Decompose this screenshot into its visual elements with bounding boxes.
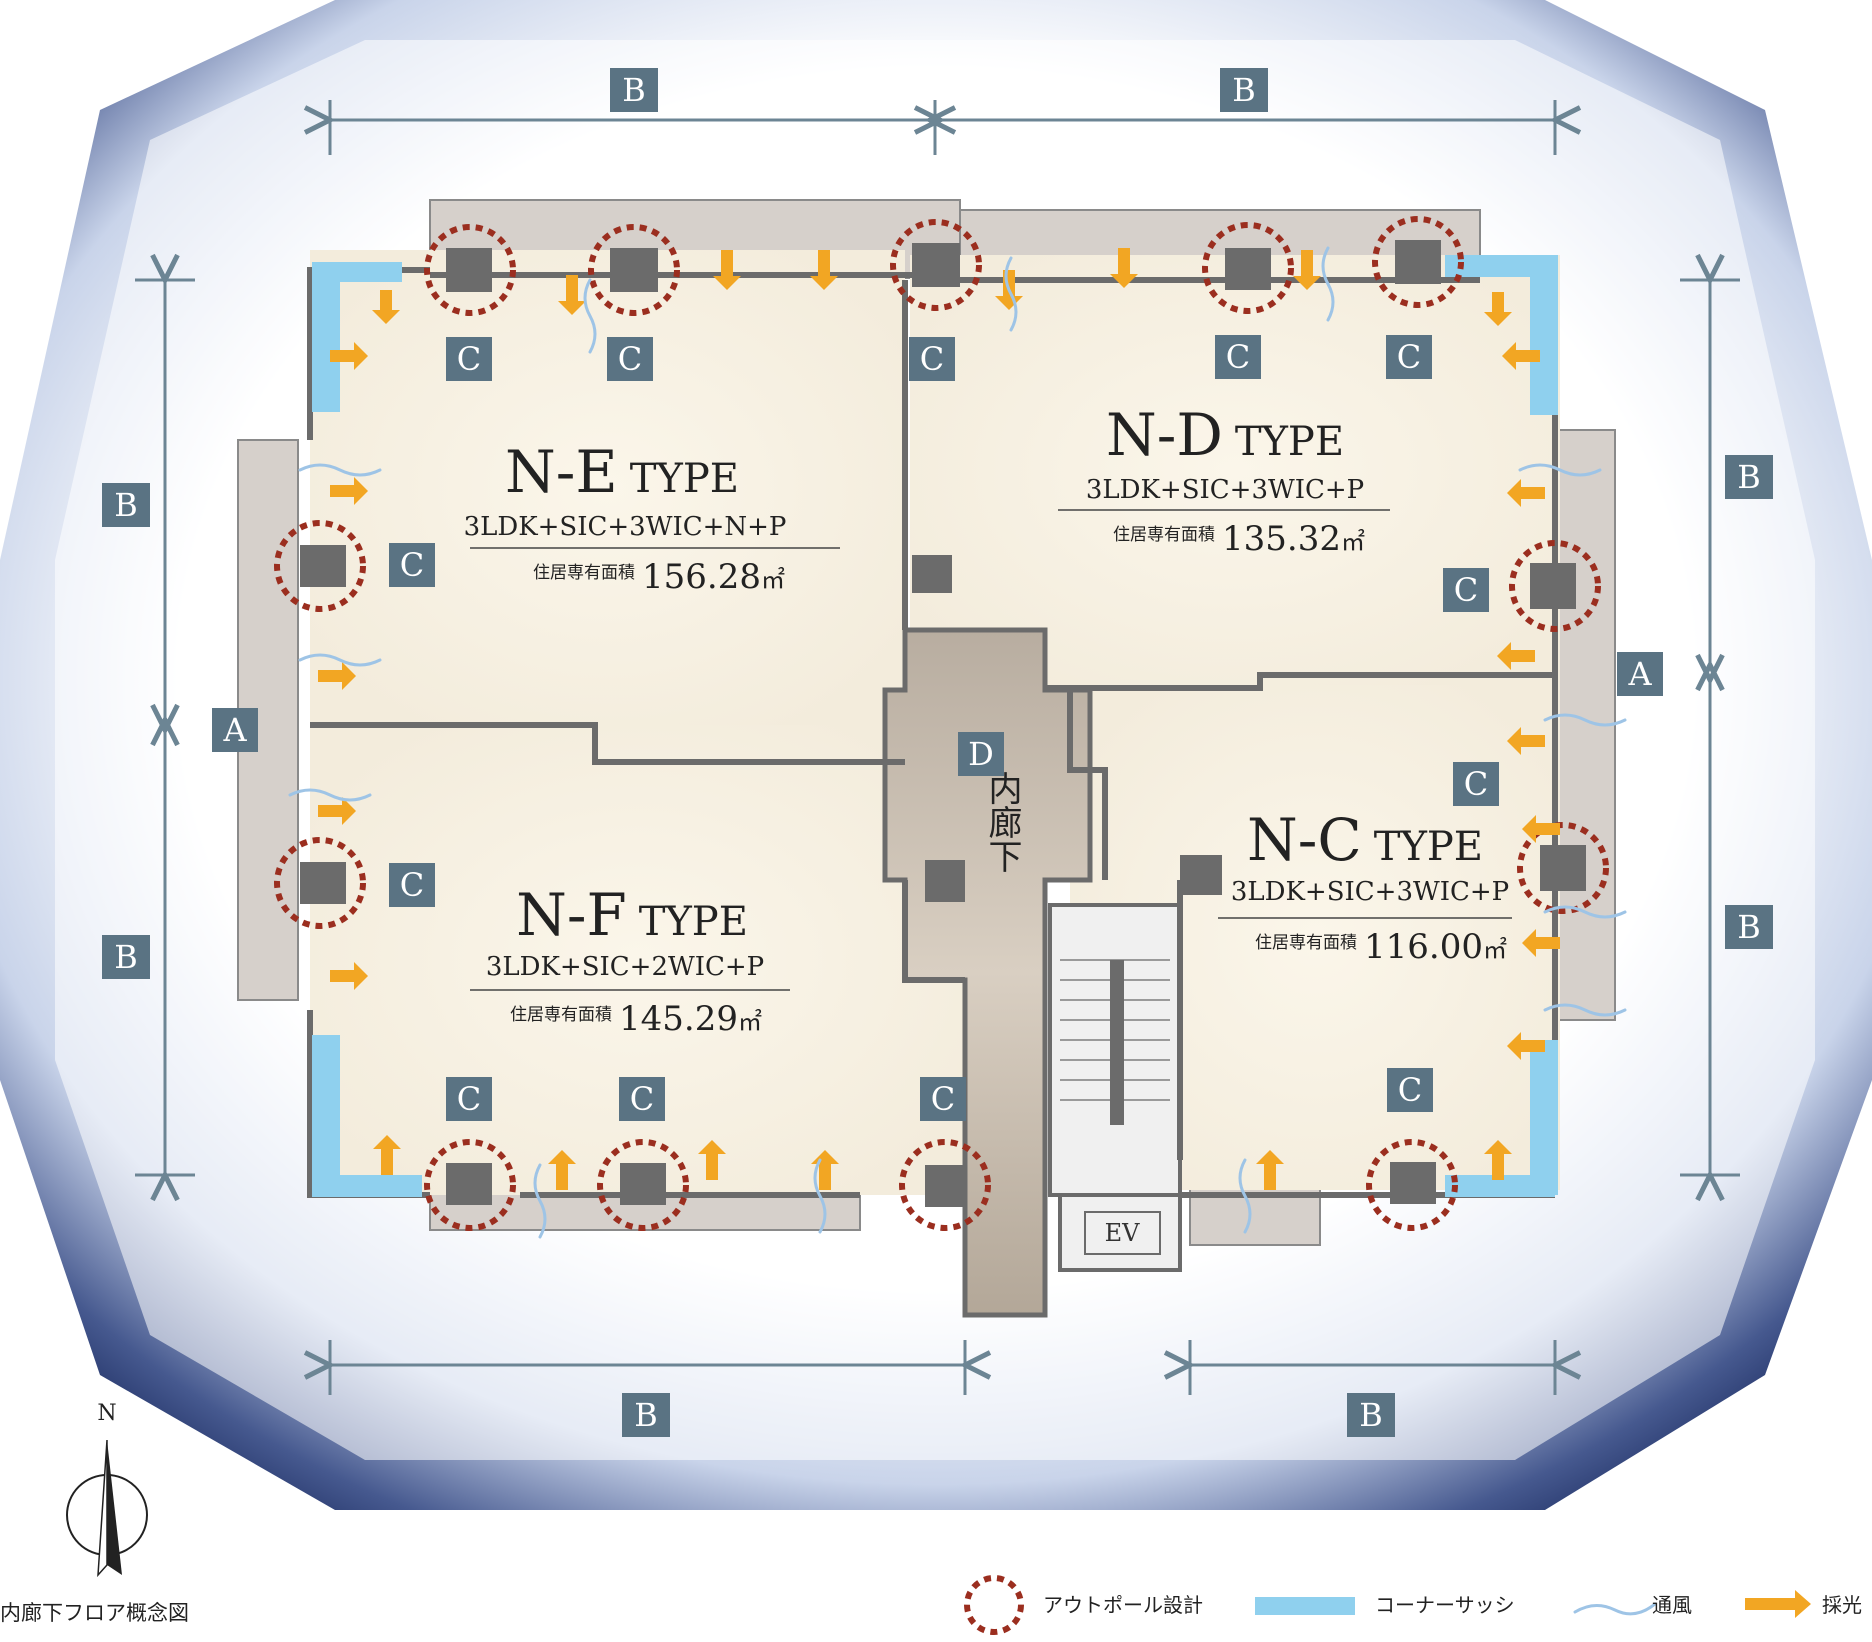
svg-text:コーナーサッシ: コーナーサッシ: [1375, 1593, 1515, 1617]
svg-text:住居専有面積: 住居専有面積: [1255, 933, 1357, 953]
svg-text:通風: 通風: [1652, 1593, 1692, 1617]
svg-text:アウトポール設計: アウトポール設計: [1043, 1593, 1203, 1617]
svg-text:C: C: [1398, 1071, 1422, 1109]
badge-a-right: A: [1617, 652, 1663, 696]
svg-text:3LDK+SIC+2WIC+P: 3LDK+SIC+2WIC+P: [486, 952, 764, 982]
svg-text:C: C: [457, 340, 481, 378]
elevator-label: EV: [1105, 1219, 1141, 1247]
svg-text:B: B: [1359, 1396, 1383, 1434]
svg-text:3LDK+SIC+3WIC+P: 3LDK+SIC+3WIC+P: [1086, 475, 1364, 505]
diagram-caption: 内廊下フロア概念図: [0, 1601, 189, 1625]
svg-text:C: C: [1226, 338, 1250, 376]
svg-text:C: C: [931, 1080, 955, 1118]
badge-c-4: C: [1215, 335, 1261, 379]
daylight-arrows: [318, 248, 1560, 1190]
svg-text:3LDK+SIC+3WIC+N+P: 3LDK+SIC+3WIC+N+P: [464, 512, 787, 542]
svg-text:C: C: [618, 340, 642, 378]
svg-text:B: B: [622, 71, 646, 109]
orange-arrow-icon: [1745, 1590, 1811, 1618]
badge-b-left-upper: B: [102, 483, 150, 527]
svg-text:採光: 採光: [1822, 1593, 1862, 1617]
badge-c-10: C: [446, 1077, 492, 1121]
svg-text:116.00㎡: 116.00㎡: [1364, 927, 1507, 967]
badge-c-8: C: [389, 863, 435, 907]
svg-text:D: D: [968, 735, 994, 773]
badge-d: D: [958, 732, 1004, 776]
svg-text:C: C: [400, 866, 424, 904]
legend-ventilation: 通風: [1573, 1593, 1692, 1617]
svg-text:3LDK+SIC+3WIC+P: 3LDK+SIC+3WIC+P: [1231, 877, 1509, 907]
wind-stroke-icon: [1573, 1602, 1657, 1616]
badge-b-left-lower: B: [102, 935, 150, 979]
svg-text:B: B: [1232, 71, 1256, 109]
badge-c-7: C: [1443, 568, 1489, 612]
badge-c-6: C: [389, 543, 435, 587]
svg-text:145.29㎡: 145.29㎡: [619, 999, 762, 1039]
badge-c-3: C: [909, 337, 955, 381]
north-compass-icon: N: [66, 1401, 148, 1578]
ventilation-strokes: [288, 246, 1627, 1239]
badge-c-12: C: [920, 1077, 966, 1121]
legend-daylight: 採光: [1745, 1590, 1862, 1618]
legend-outpole: アウトポール設計: [964, 1575, 1203, 1635]
svg-text:B: B: [1737, 458, 1761, 496]
svg-text:156.28㎡: 156.28㎡: [642, 557, 785, 597]
svg-text:C: C: [630, 1080, 654, 1118]
corner-sash-bar-icon: [1255, 1597, 1355, 1615]
svg-text:C: C: [920, 340, 944, 378]
svg-text:C: C: [457, 1080, 481, 1118]
badge-b-bottom-left: B: [622, 1393, 670, 1437]
legend: アウトポール設計 コーナーサッシ 通風 採光: [964, 1575, 1862, 1635]
badge-a-left: A: [212, 708, 258, 752]
badge-b-bottom-right: B: [1347, 1393, 1395, 1437]
svg-text:B: B: [1737, 908, 1761, 946]
svg-text:135.32㎡: 135.32㎡: [1222, 519, 1365, 559]
badge-c-13: C: [1387, 1068, 1433, 1112]
svg-text:A: A: [222, 711, 247, 749]
svg-text:B: B: [114, 938, 138, 976]
badge-b-top-left: B: [610, 68, 658, 112]
badge-b-top-right: B: [1220, 68, 1268, 112]
svg-text:A: A: [1627, 655, 1652, 693]
svg-text:住居専有面積: 住居専有面積: [533, 563, 635, 583]
svg-text:C: C: [1397, 338, 1421, 376]
svg-text:住居専有面積: 住居専有面積: [510, 1005, 612, 1025]
corridor-label: 内廊下: [982, 771, 1022, 873]
badge-c-5: C: [1386, 335, 1432, 379]
badge-c-11: C: [619, 1077, 665, 1121]
svg-text:N: N: [97, 1401, 116, 1426]
corner-sash-markers: [312, 255, 1558, 1197]
stair-core: EV: [1048, 903, 1182, 1272]
svg-text:C: C: [400, 546, 424, 584]
svg-text:C: C: [1454, 571, 1478, 609]
badge-c-9: C: [1453, 762, 1499, 806]
structural-columns: [300, 240, 1586, 1207]
svg-text:C: C: [1464, 765, 1488, 803]
svg-text:B: B: [634, 1396, 658, 1434]
badge-c-2: C: [607, 337, 653, 381]
badge-b-right-lower: B: [1725, 905, 1773, 949]
svg-text:内廊下: 内廊下: [982, 771, 1022, 873]
legend-corner-sash: コーナーサッシ: [1255, 1593, 1515, 1617]
outpole-markers: [274, 216, 1609, 1231]
badge-b-right-upper: B: [1725, 455, 1773, 499]
dimension-lines: [135, 100, 1740, 1395]
dotted-circle-icon: [964, 1575, 1024, 1635]
svg-text:住居専有面積: 住居専有面積: [1113, 525, 1215, 545]
svg-text:B: B: [114, 486, 138, 524]
badge-c-1: C: [446, 337, 492, 381]
